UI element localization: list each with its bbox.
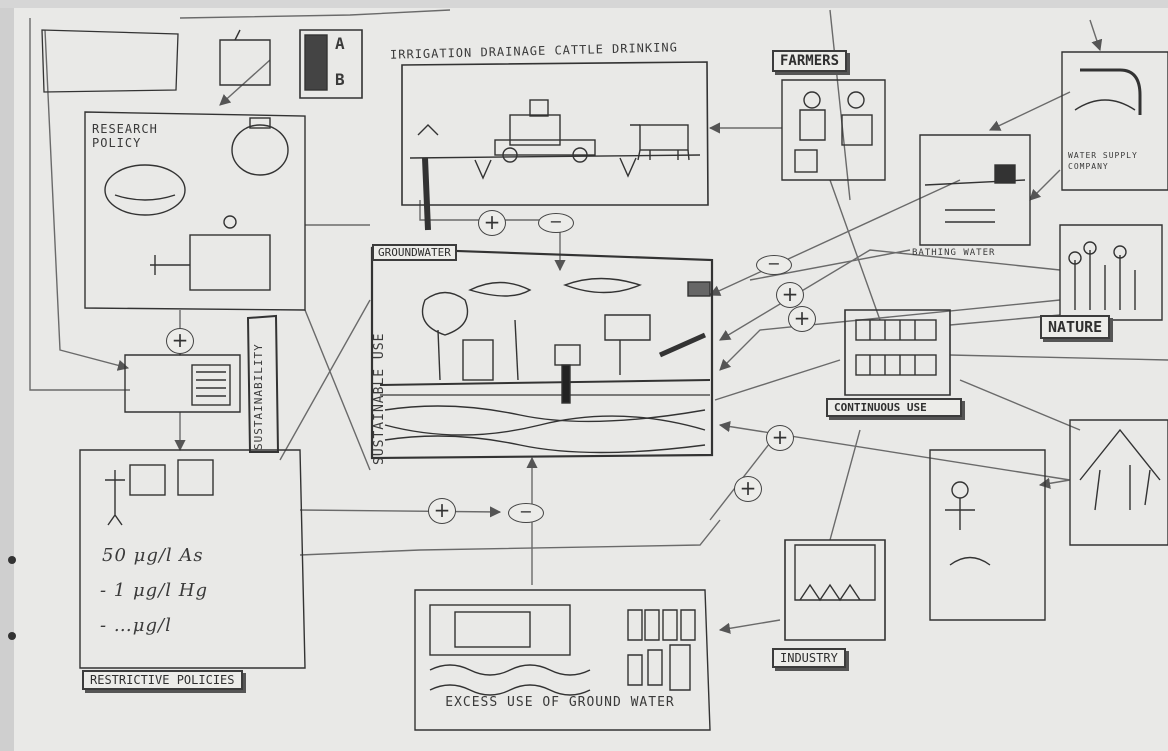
limit-arsenic: 50 μg/l As — [102, 545, 204, 566]
bathing-positive-sign: + — [776, 282, 804, 308]
limit-other: - …μg/l — [100, 615, 172, 636]
water-supply-company-label: WATER SUPPLY COMPANY — [1068, 150, 1163, 172]
irrigation-positive-sign: + — [478, 210, 506, 236]
research-positive-sign: + — [166, 328, 194, 354]
sustainability-label: SUSTAINABILITY — [252, 343, 265, 450]
letter-b: B — [335, 70, 346, 89]
nature-label: NATURE — [1040, 315, 1110, 339]
irrigation-negative-sign: − — [538, 213, 574, 233]
nature-positive-sign: + — [788, 306, 816, 332]
industry-positive-sign-2: + — [734, 476, 762, 502]
groundwater-label: GROUNDWATER — [372, 244, 457, 261]
limit-mercury: - 1 μg/l Hg — [100, 580, 208, 601]
bathing-water-label: BATHING WATER — [912, 248, 995, 258]
industry-positive-sign-1: + — [766, 425, 794, 451]
research-policy-label: RESEARCH POLICY — [92, 122, 192, 150]
restrictive-policies-label: RESTRICTIVE POLICIES — [82, 670, 243, 690]
letter-a: A — [335, 34, 346, 53]
excess-use-label: EXCESS USE OF GROUND WATER — [420, 695, 700, 711]
farmers-label: FARMERS — [772, 50, 847, 72]
policies-positive-sign: + — [428, 498, 456, 524]
sustainable-use-label: SUSTAINABLE USE — [372, 333, 387, 465]
farmers-negative-sign: − — [756, 255, 792, 275]
industry-label: INDUSTRY — [772, 648, 846, 668]
connection-lines — [30, 10, 1168, 630]
continuous-use-label: CONTINUOUS USE — [826, 398, 962, 417]
excess-negative-sign: − — [508, 503, 544, 523]
